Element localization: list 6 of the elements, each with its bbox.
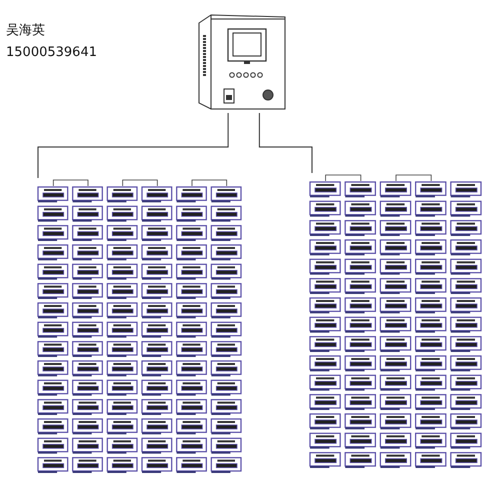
device-array-drawing bbox=[308, 173, 484, 469]
device-array-drawing bbox=[36, 178, 244, 474]
contact-text: 15000539641 bbox=[6, 44, 97, 62]
connection-line bbox=[38, 112, 229, 178]
connection-line bbox=[258, 112, 312, 174]
contact-text: 吴海英 bbox=[6, 22, 46, 40]
